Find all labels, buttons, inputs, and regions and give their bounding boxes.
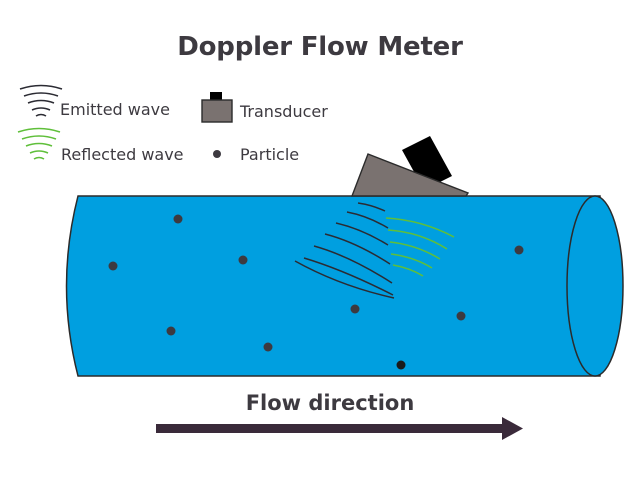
reflected-wave-icon <box>17 127 61 160</box>
particle <box>514 245 524 255</box>
particle <box>396 360 406 370</box>
legend-transducer-label: Transducer <box>240 102 328 121</box>
flow-direction-label: Flow direction <box>245 391 415 415</box>
emitted-waves <box>294 202 395 299</box>
particle <box>238 255 248 265</box>
particle <box>166 326 176 336</box>
emitted-wave-icon <box>19 84 63 117</box>
flow-arrow-icon <box>156 417 523 440</box>
reflected-waves <box>385 217 455 277</box>
legend-particle-label: Particle <box>240 145 300 164</box>
particle-icon <box>213 150 221 158</box>
transducer-icon <box>201 92 233 123</box>
pipe <box>65 195 624 377</box>
particle <box>350 304 360 314</box>
diagram-title: Doppler Flow Meter <box>177 32 463 62</box>
particles <box>108 214 524 370</box>
transducer <box>350 136 470 197</box>
legend-reflected-wave-label: Reflected wave <box>61 145 184 164</box>
particle <box>173 214 183 224</box>
particle <box>263 342 273 352</box>
particle <box>108 261 118 271</box>
particle <box>456 311 466 321</box>
legend-emitted-wave-label: Emitted wave <box>60 100 170 119</box>
